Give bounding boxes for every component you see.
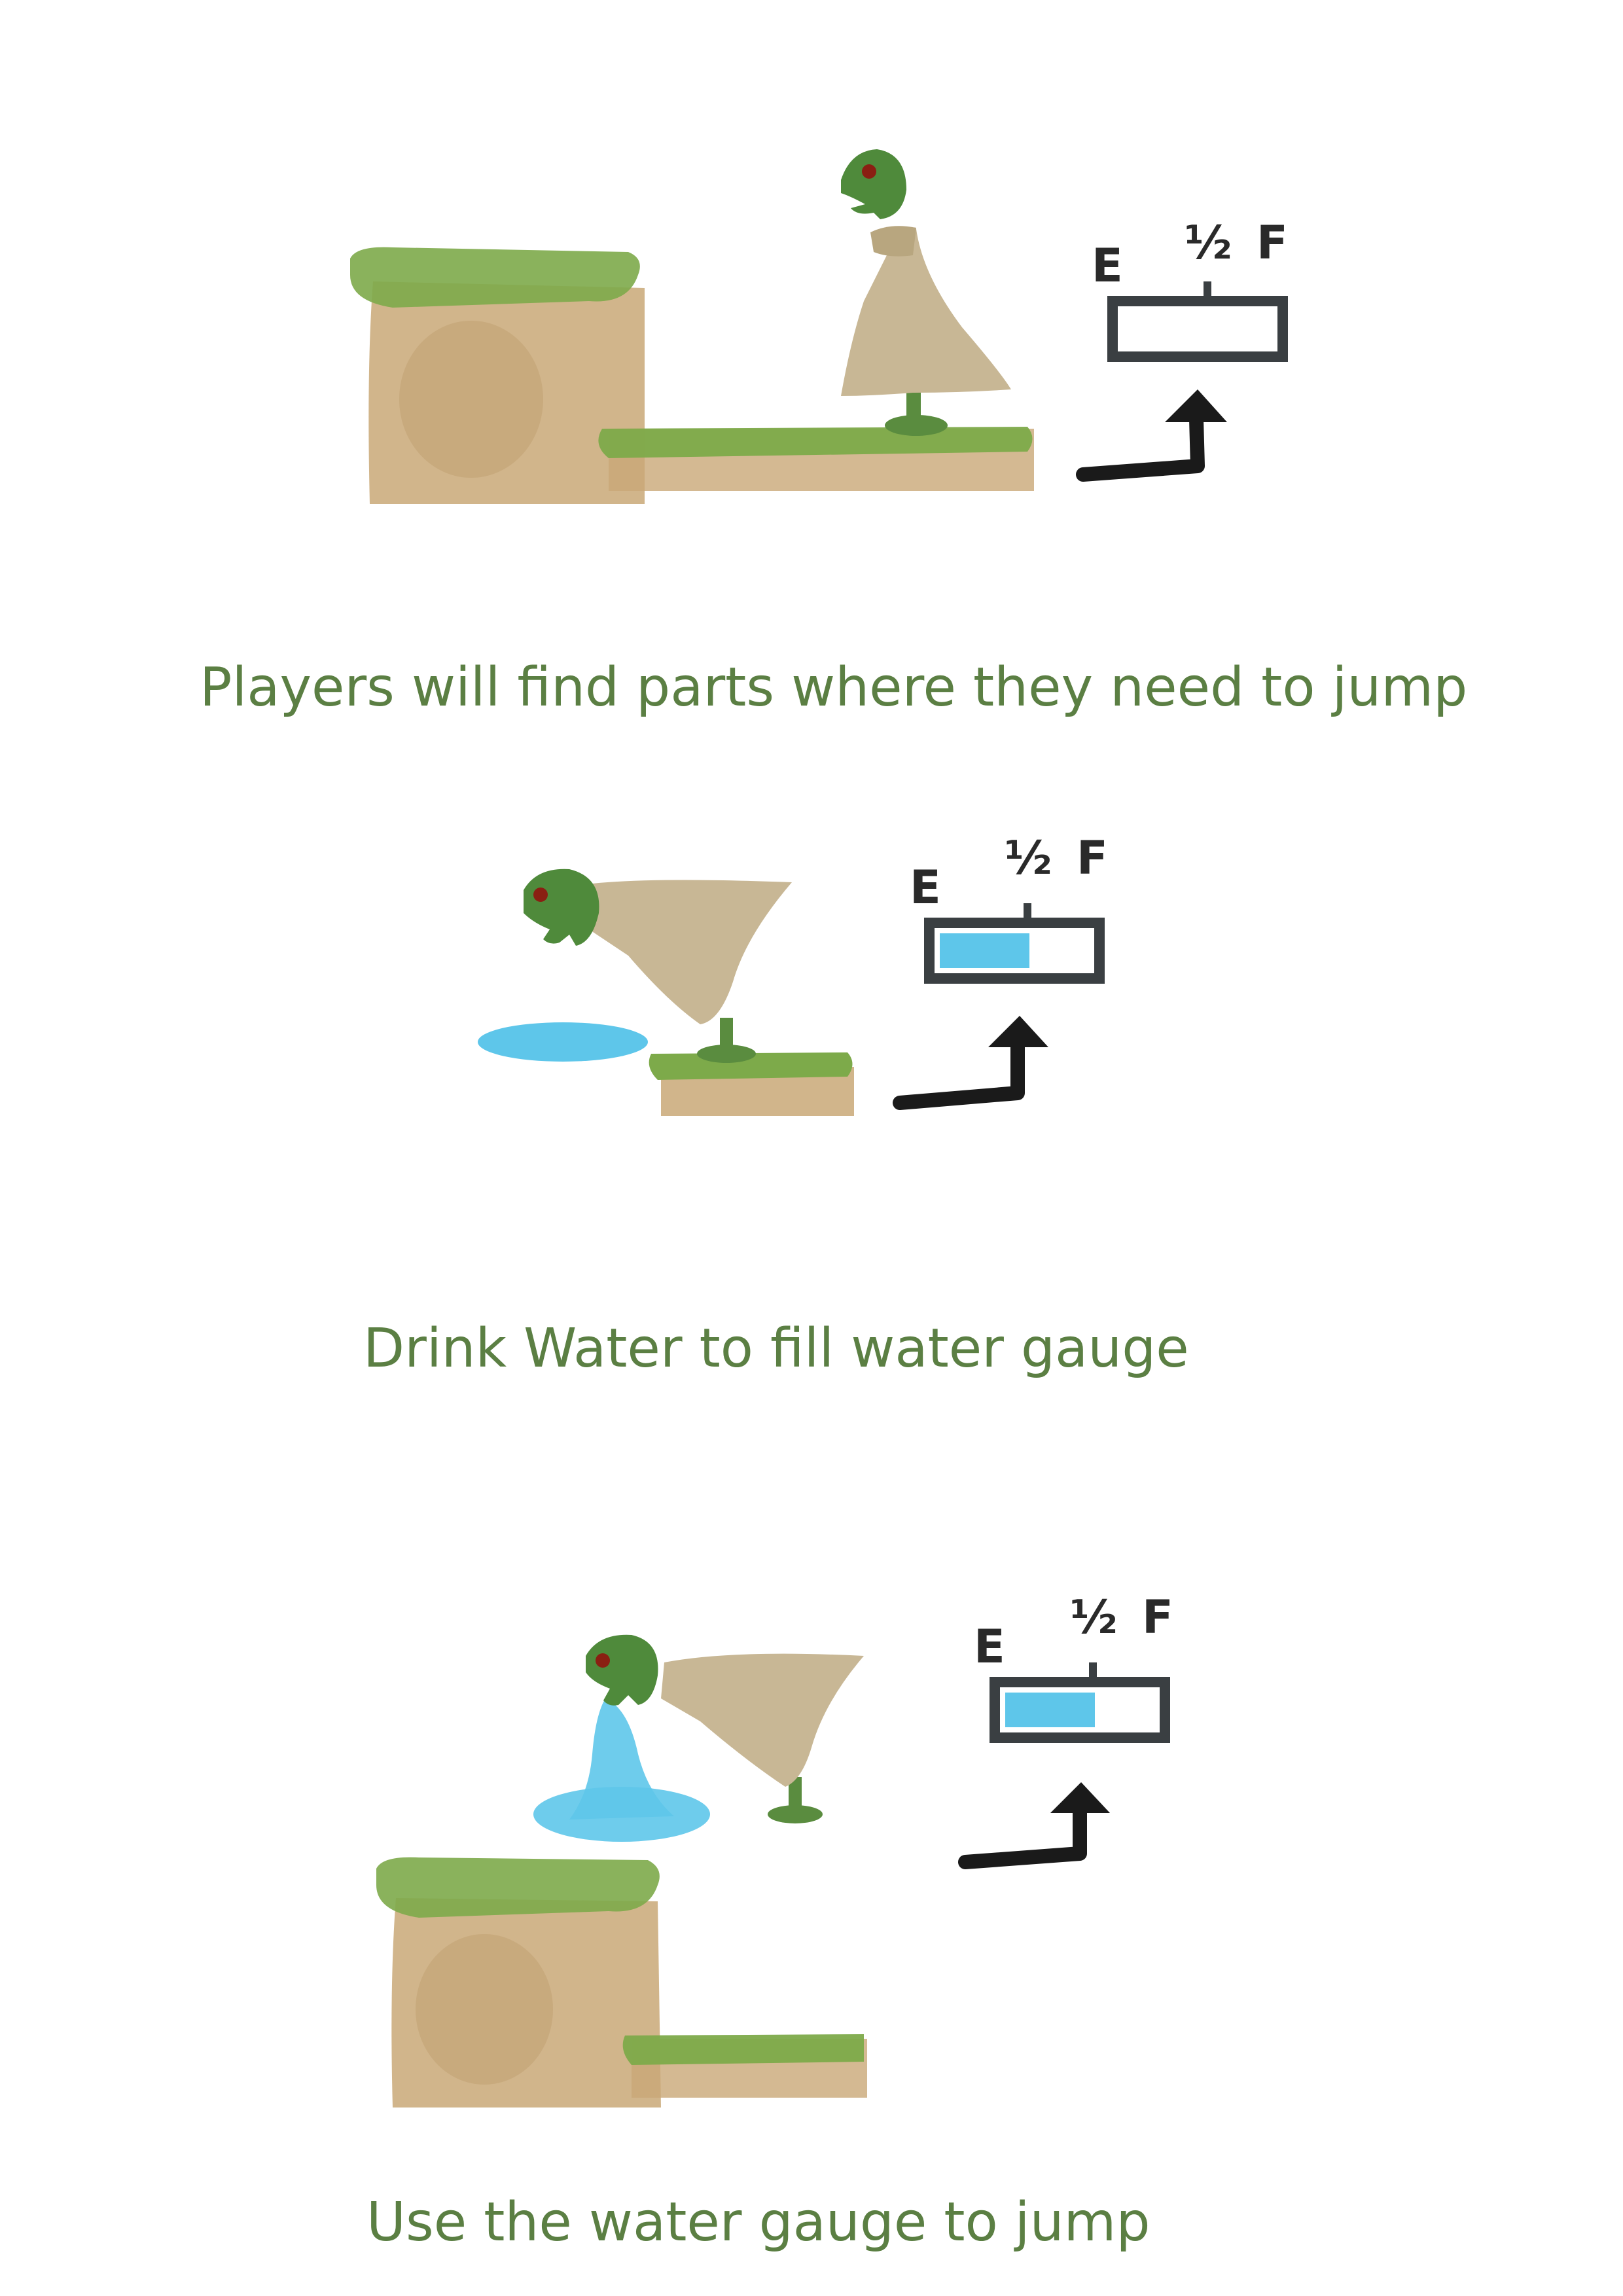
water-gauge: E ½ F: [1092, 216, 1288, 362]
jump-arrow-icon: [958, 1782, 1110, 1869]
water-gauge: E ½ F: [910, 831, 1108, 984]
water-gauge: E ½ F: [974, 1590, 1173, 1743]
ground-strip: [598, 427, 1034, 491]
gauge-label-half: ½: [1070, 1590, 1117, 1644]
character-sprite: [586, 1634, 864, 1823]
jump-arrow-icon: [893, 1016, 1048, 1110]
gauge-label-full: F: [1257, 216, 1288, 270]
cliff-block: [376, 1857, 661, 2108]
caption-use-gauge: Use the water gauge to jump: [366, 2191, 1150, 2253]
caption-jump-intro: Players will find parts where they need …: [200, 656, 1468, 719]
gauge-fill: [940, 933, 1029, 968]
caption-drink-water: Drink Water to fill water gauge: [363, 1318, 1189, 1380]
gauge-label-empty: E: [974, 1620, 1005, 1674]
ground-strip: [622, 2034, 867, 2098]
panel-drink-water: E ½ F Drink Water to fill water gauge: [0, 785, 1623, 1427]
gauge-label-full: F: [1077, 831, 1108, 885]
scene-2: E ½ F: [478, 831, 1108, 1116]
gauge-label-half: ½: [1185, 216, 1232, 270]
scene-1: E ½ F: [350, 149, 1288, 504]
scene-3: E ½ F: [376, 1590, 1173, 2108]
cliff-block: [350, 247, 645, 504]
panel-use-gauge: E ½ F Use the water gauge to jump: [0, 1558, 1623, 2296]
gauge-label-full: F: [1142, 1590, 1173, 1644]
jump-arrow-icon: [1076, 389, 1227, 482]
water-pool: [478, 1022, 648, 1062]
water-spray: [533, 1698, 710, 1842]
gauge-label-empty: E: [1092, 239, 1123, 293]
gauge-fill: [1005, 1693, 1095, 1727]
small-platform: [649, 1052, 854, 1116]
gauge-label-empty: E: [910, 861, 941, 914]
character-sprite: [841, 149, 1011, 436]
gauge-label-half: ½: [1005, 831, 1052, 885]
panel-jump-intro: E ½ F Players will find parts where they…: [0, 0, 1623, 720]
character-sprite: [524, 869, 792, 1063]
